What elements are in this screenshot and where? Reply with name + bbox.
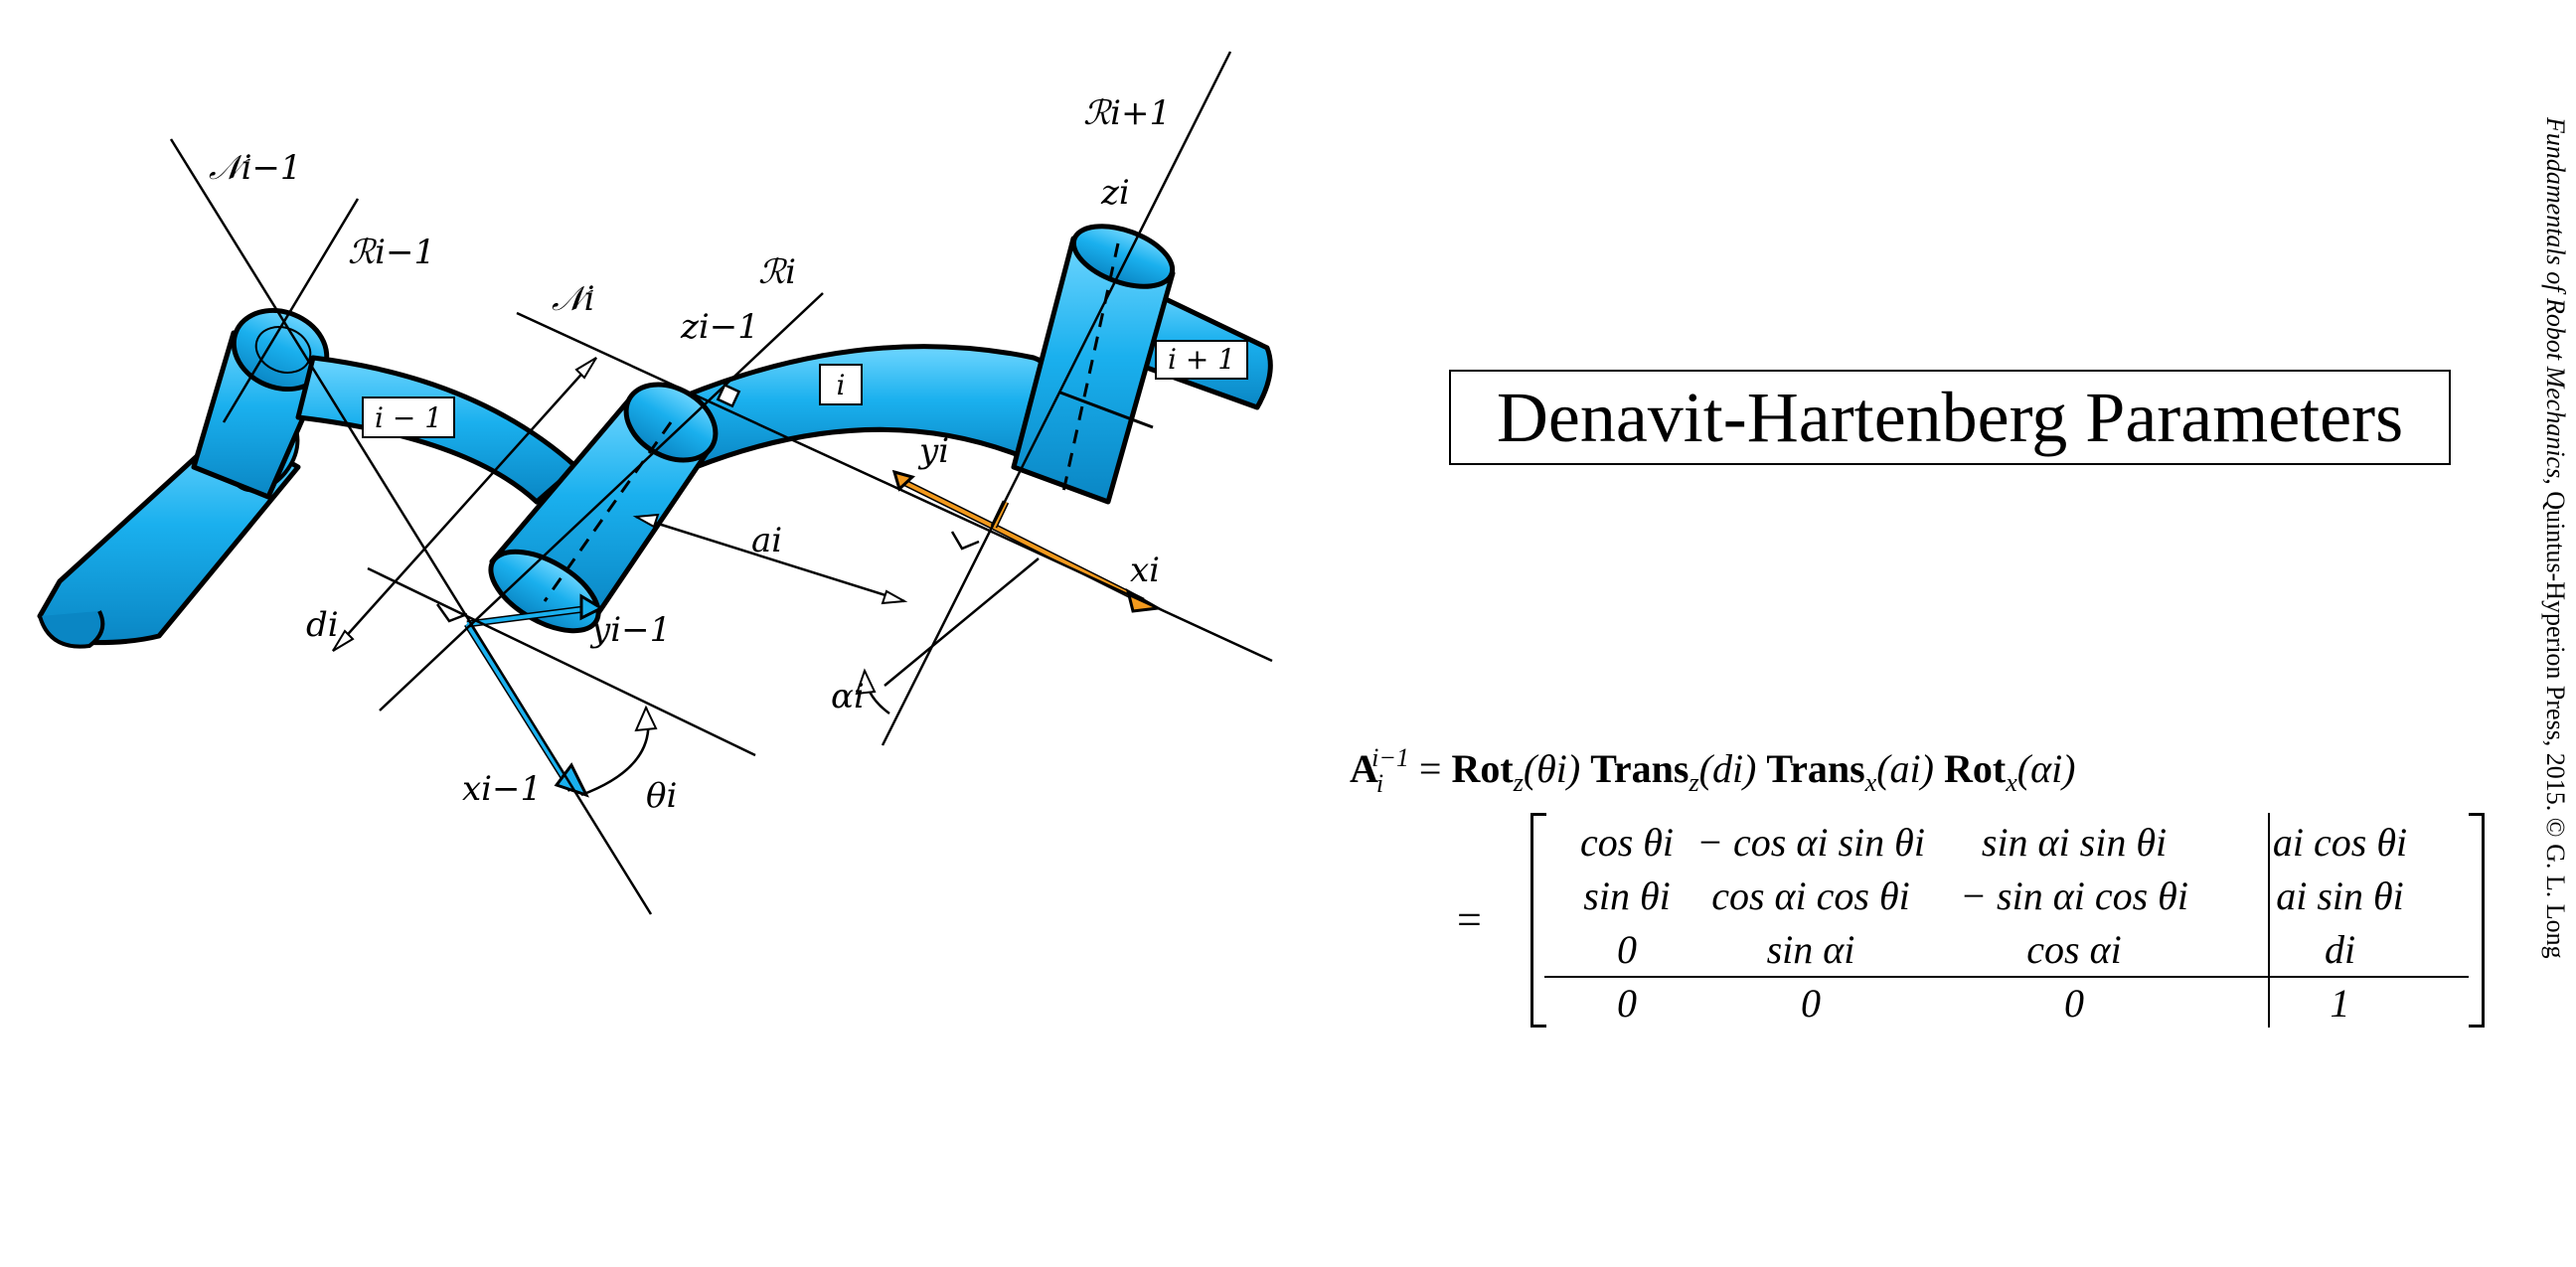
matrix-cell: sin θi bbox=[1583, 872, 1671, 918]
matrix-horizontal-divider bbox=[1544, 976, 2469, 978]
copyright-note: Fundamentals of Robot Mechanics, Quintus… bbox=[2540, 117, 2570, 1141]
matrix-vertical-divider bbox=[2268, 813, 2270, 1028]
eq-term4-sub: x bbox=[2006, 768, 2017, 797]
matrix-cell: cos αi bbox=[2026, 926, 2122, 972]
matrix-cell: 0 bbox=[1617, 926, 1637, 972]
matrix-bracket-right bbox=[2469, 813, 2485, 1028]
label-r-next: ℛi+1 bbox=[1083, 93, 1171, 133]
matrix-cell: ai sin θi bbox=[2276, 872, 2404, 918]
matrix-equals: = bbox=[1457, 895, 1482, 944]
matrix-cell: 1 bbox=[2330, 980, 2350, 1026]
eq-term1-sub: z bbox=[1513, 768, 1524, 797]
matrix-cell: ai cos θi bbox=[2272, 819, 2408, 865]
link-prev bbox=[37, 307, 579, 649]
matrix-cell: − sin αi cos θi bbox=[1960, 872, 2188, 918]
label-n-i: 𝒩i bbox=[552, 279, 594, 319]
matrix-cell: cos αi cos θi bbox=[1711, 872, 1910, 918]
eq-term2-arg: (di) bbox=[1698, 746, 1757, 791]
publisher-info: , Quintus-Hyperion Press, 2015. © G. L. … bbox=[2541, 478, 2570, 959]
matrix-cell: 0 bbox=[1617, 980, 1637, 1026]
eq-term1-arg: (θi) bbox=[1523, 746, 1581, 791]
matrix-cell: sin αi sin θi bbox=[1981, 819, 2168, 865]
axis-lines bbox=[169, 51, 1273, 915]
eq-term4-arg: (αi) bbox=[2016, 746, 2076, 791]
label-a-i: ai bbox=[751, 521, 782, 560]
link-label-next: i + 1 bbox=[1155, 340, 1248, 380]
label-alpha-i: αi bbox=[831, 677, 865, 716]
label-z-i: zi bbox=[1100, 173, 1130, 213]
eq-equals: = bbox=[1418, 746, 1442, 791]
matrix-cell: − cos αi sin θi bbox=[1696, 819, 1925, 865]
eq-term1-op: Rot bbox=[1451, 746, 1514, 791]
eq-lhs: A bbox=[1350, 746, 1378, 791]
matrix-bracket-left bbox=[1530, 813, 1546, 1028]
frame-prev-axes bbox=[464, 593, 605, 798]
link-label-cur-text: i bbox=[837, 369, 846, 401]
dh-diagram: i − 1 i i + 1 𝒩i−1 ℛi−1 𝒩i ℛi ℛi+1 zi−1 … bbox=[37, 51, 1273, 915]
label-theta-i: θi bbox=[646, 776, 677, 816]
eq-lhs-sub: i bbox=[1375, 769, 1384, 798]
matrix-cell: sin αi bbox=[1766, 926, 1855, 972]
matrix-cell: 0 bbox=[2064, 980, 2084, 1026]
eq-term2-op: Trans bbox=[1590, 746, 1690, 791]
matrix-cell: cos θi bbox=[1579, 819, 1675, 865]
matrix-grid: cos θi − cos αi sin θi sin αi sin θi ai … bbox=[1552, 815, 2467, 1029]
link-label-prev-text: i − 1 bbox=[375, 401, 442, 434]
eq-term2-sub: z bbox=[1689, 768, 1699, 797]
matrix-cell: di bbox=[2324, 926, 2356, 972]
book-title: Fundamentals of Robot Mechanics bbox=[2541, 117, 2570, 479]
link-label-next-text: i + 1 bbox=[1168, 343, 1235, 376]
eq-lhs-sup: i−1 bbox=[1371, 743, 1409, 772]
label-x-i: xi bbox=[1130, 551, 1160, 590]
page-title: Denavit-Hartenberg Parameters bbox=[1496, 377, 2404, 457]
eq-term3-op: Trans bbox=[1766, 746, 1865, 791]
label-r-i: ℛi bbox=[758, 252, 796, 292]
label-x-prev: xi−1 bbox=[462, 769, 542, 809]
eq-term3-arg: (ai) bbox=[1876, 746, 1934, 791]
copyright-text: Fundamentals of Robot Mechanics, Quintus… bbox=[2540, 117, 2570, 959]
link-label-cur: i bbox=[819, 364, 863, 405]
label-d-i: di bbox=[306, 605, 339, 645]
label-r-prev: ℛi−1 bbox=[348, 233, 435, 272]
eq-term4-op: Rot bbox=[1943, 746, 2007, 791]
link-label-prev: i − 1 bbox=[362, 396, 455, 438]
eq-term3-sub: x bbox=[1864, 768, 1877, 797]
label-z-prev: zi−1 bbox=[680, 307, 759, 347]
label-y-i: yi bbox=[917, 431, 949, 471]
label-n-prev: 𝒩i−1 bbox=[209, 148, 302, 188]
dh-matrix: cos θi − cos αi sin θi sin αi sin θi ai … bbox=[1530, 813, 2485, 1029]
transform-equation: Aii−1 = Rotz(θi) Transz(di) Transx(ai) R… bbox=[1350, 743, 2076, 799]
matrix-cell: 0 bbox=[1801, 980, 1821, 1026]
label-y-prev: yi−1 bbox=[589, 610, 671, 650]
title-box: Denavit-Hartenberg Parameters bbox=[1449, 370, 2451, 465]
